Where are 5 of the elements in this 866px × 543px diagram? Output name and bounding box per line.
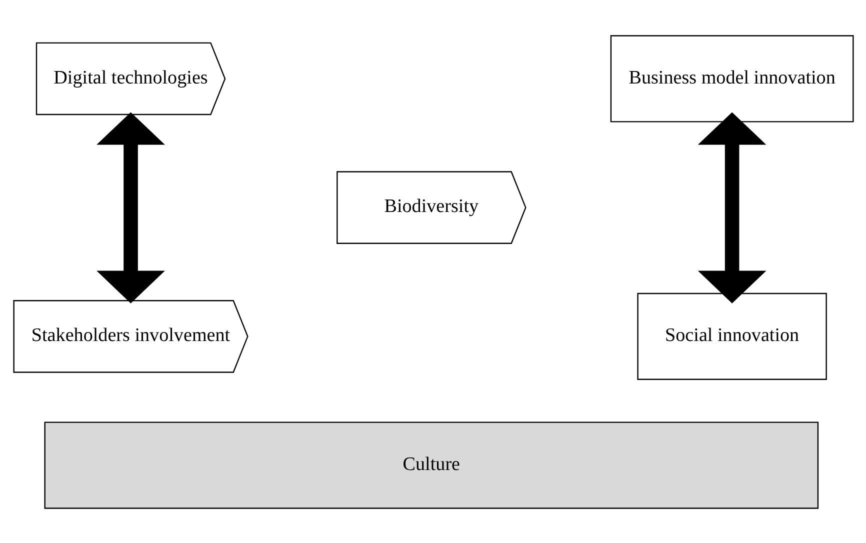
node-box: Business model innovation: [610, 34, 854, 122]
node-box: Culture: [44, 421, 818, 508]
arrow: [96, 112, 164, 303]
arrow: [697, 112, 766, 303]
node-box: Social innovation: [636, 292, 826, 380]
